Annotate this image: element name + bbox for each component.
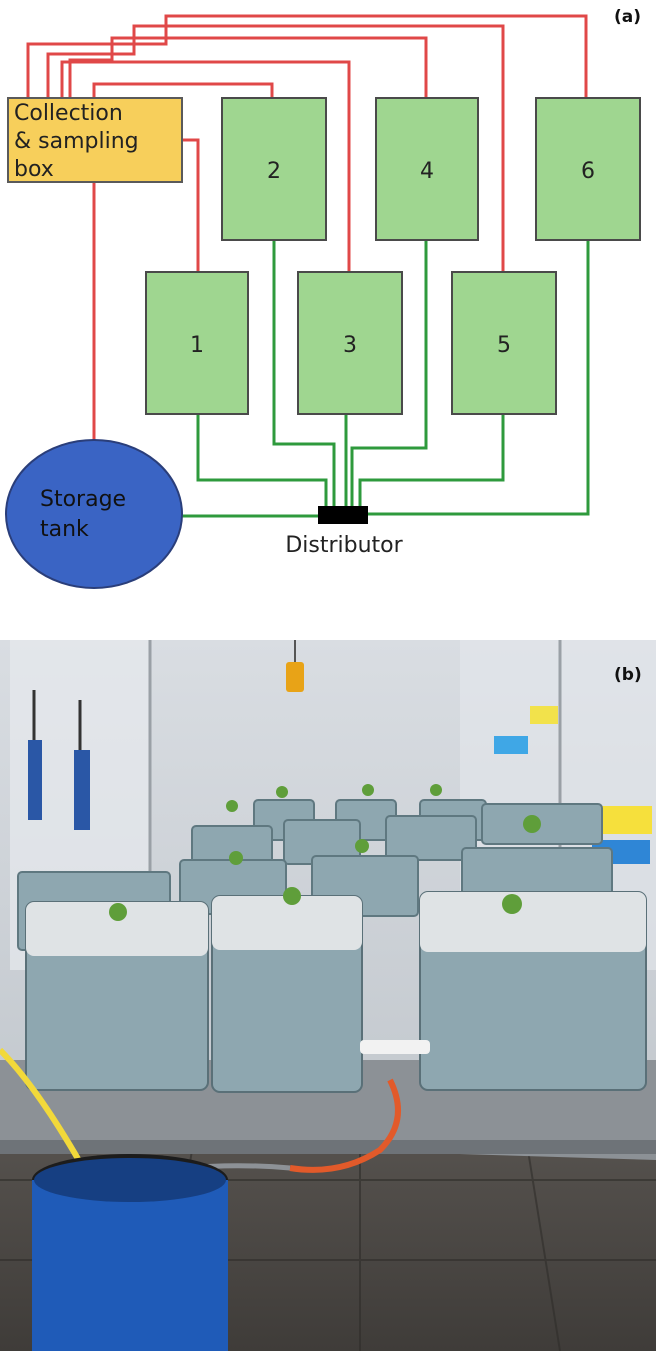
container-4: 4: [375, 97, 479, 241]
return-line-6: [26, 14, 588, 98]
collection-box: Collection & sampling box: [7, 97, 183, 183]
schematic-svg: Collection & sampling box 2 4 6 1 3 5: [5, 7, 641, 589]
collection-box-line-2: & sampling: [14, 129, 139, 154]
supply-line-1: [196, 414, 328, 508]
container-3-label: 3: [343, 333, 357, 358]
front-boxes: [25, 891, 647, 1093]
container-2-label: 2: [267, 159, 281, 184]
container-6: 6: [535, 97, 641, 241]
storage-tank-line-2: tank: [40, 517, 89, 542]
distributor-label: Distributor: [285, 533, 403, 558]
supply-lines: [182, 240, 590, 518]
panel-b-label: (b): [614, 665, 642, 685]
container-5-label: 5: [497, 333, 511, 358]
container-1-label: 1: [190, 333, 204, 358]
container-2: 2: [221, 97, 327, 241]
supply-line-6: [368, 240, 590, 516]
collection-box-line-3: box: [14, 157, 54, 182]
panel-a-label: (a): [614, 7, 641, 27]
return-line-1: [182, 138, 200, 272]
container-4-label: 4: [420, 159, 434, 184]
photo-panel: (b): [0, 640, 656, 1352]
supply-line-2: [272, 240, 336, 508]
sensor-logger: [286, 662, 304, 692]
container-1: 1: [145, 271, 249, 415]
schematic-panel: Collection & sampling box 2 4 6 1 3 5: [0, 0, 656, 600]
storage-tank-line-1: Storage: [40, 487, 126, 512]
return-line-2: [92, 82, 274, 98]
return-line-5: [46, 24, 505, 272]
supply-line-4: [350, 240, 428, 508]
return-line-4: [68, 36, 428, 98]
distributor: Distributor: [285, 506, 404, 558]
greenhouse-photo: (b): [0, 640, 656, 1352]
container-5: 5: [451, 271, 557, 415]
return-lines: [26, 14, 588, 440]
container-6-label: 6: [581, 159, 595, 184]
storage-tank: Storage tank: [5, 439, 183, 589]
container-3: 3: [297, 271, 403, 415]
collection-box-line-1: Collection: [14, 101, 123, 126]
return-line-3: [60, 60, 351, 272]
supply-line-5: [358, 414, 505, 508]
